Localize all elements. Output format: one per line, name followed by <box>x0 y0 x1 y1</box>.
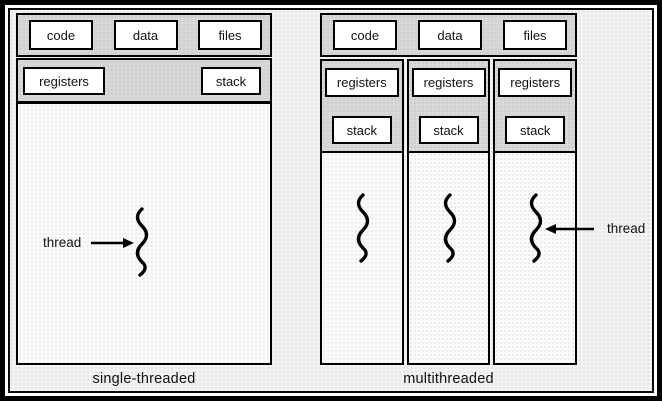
stack-box: stack <box>201 67 261 95</box>
thread-squiggle-icon <box>130 205 152 279</box>
files-label: files <box>218 27 242 43</box>
left-registers-band: registers stack <box>16 58 272 103</box>
registers-label: registers <box>336 75 387 90</box>
multithreaded-caption: multithreaded <box>403 371 494 387</box>
stack-box: stack <box>505 116 566 144</box>
registers-label: registers <box>423 75 474 90</box>
registers-box: registers <box>23 67 105 95</box>
thread-squiggle-icon <box>524 191 546 265</box>
code-box: code <box>333 20 397 50</box>
column-3-private-band: registers stack <box>493 59 578 153</box>
stack-box: stack <box>418 116 479 144</box>
code-box: code <box>29 20 93 50</box>
left-thread-label: thread <box>43 235 82 250</box>
data-label: data <box>437 27 463 43</box>
column-1-private-band: registers stack <box>320 59 404 153</box>
registers-box: registers <box>324 68 399 97</box>
files-label: files <box>523 27 547 43</box>
stack-label: stack <box>346 122 377 138</box>
registers-label: registers <box>39 73 89 89</box>
registers-box: registers <box>411 68 486 97</box>
stack-label: stack <box>433 122 464 138</box>
thread-squiggle-icon <box>351 191 373 265</box>
thread-squiggle-icon <box>438 191 460 265</box>
stack-box: stack <box>331 116 392 144</box>
thread-columns: registers stack <box>320 59 578 365</box>
single-threaded-panel: code data files registers stack thread <box>16 13 272 365</box>
right-arrow-icon <box>90 237 134 249</box>
left-arrow-icon <box>545 223 595 235</box>
files-box: files <box>503 20 567 50</box>
column-2-thread-area <box>406 151 491 365</box>
right-resources-band: code data files <box>320 13 577 57</box>
right-thread-label: thread <box>607 221 646 236</box>
single-threaded-caption: single-threaded <box>92 371 196 387</box>
thread-column-3: registers stack <box>493 59 578 365</box>
column-1-thread-area <box>320 151 404 365</box>
registers-label: registers <box>510 75 561 90</box>
stack-label: stack <box>520 122 551 138</box>
data-label: data <box>132 27 159 43</box>
thread-column-2: registers stack <box>406 59 491 365</box>
data-box: data <box>418 20 482 50</box>
registers-box: registers <box>498 68 573 97</box>
files-box: files <box>198 20 262 50</box>
multithreaded-panel: code data files registers stack <box>320 13 578 365</box>
column-3-thread-area <box>493 151 578 365</box>
code-label: code <box>46 27 76 43</box>
data-box: data <box>113 20 178 50</box>
left-resources-band: code data files <box>16 13 272 57</box>
left-thread-area: thread <box>16 102 272 365</box>
code-label: code <box>350 27 380 43</box>
thread-column-1: registers stack <box>320 59 404 365</box>
stack-label: stack <box>215 73 247 89</box>
column-2-private-band: registers stack <box>406 59 491 153</box>
